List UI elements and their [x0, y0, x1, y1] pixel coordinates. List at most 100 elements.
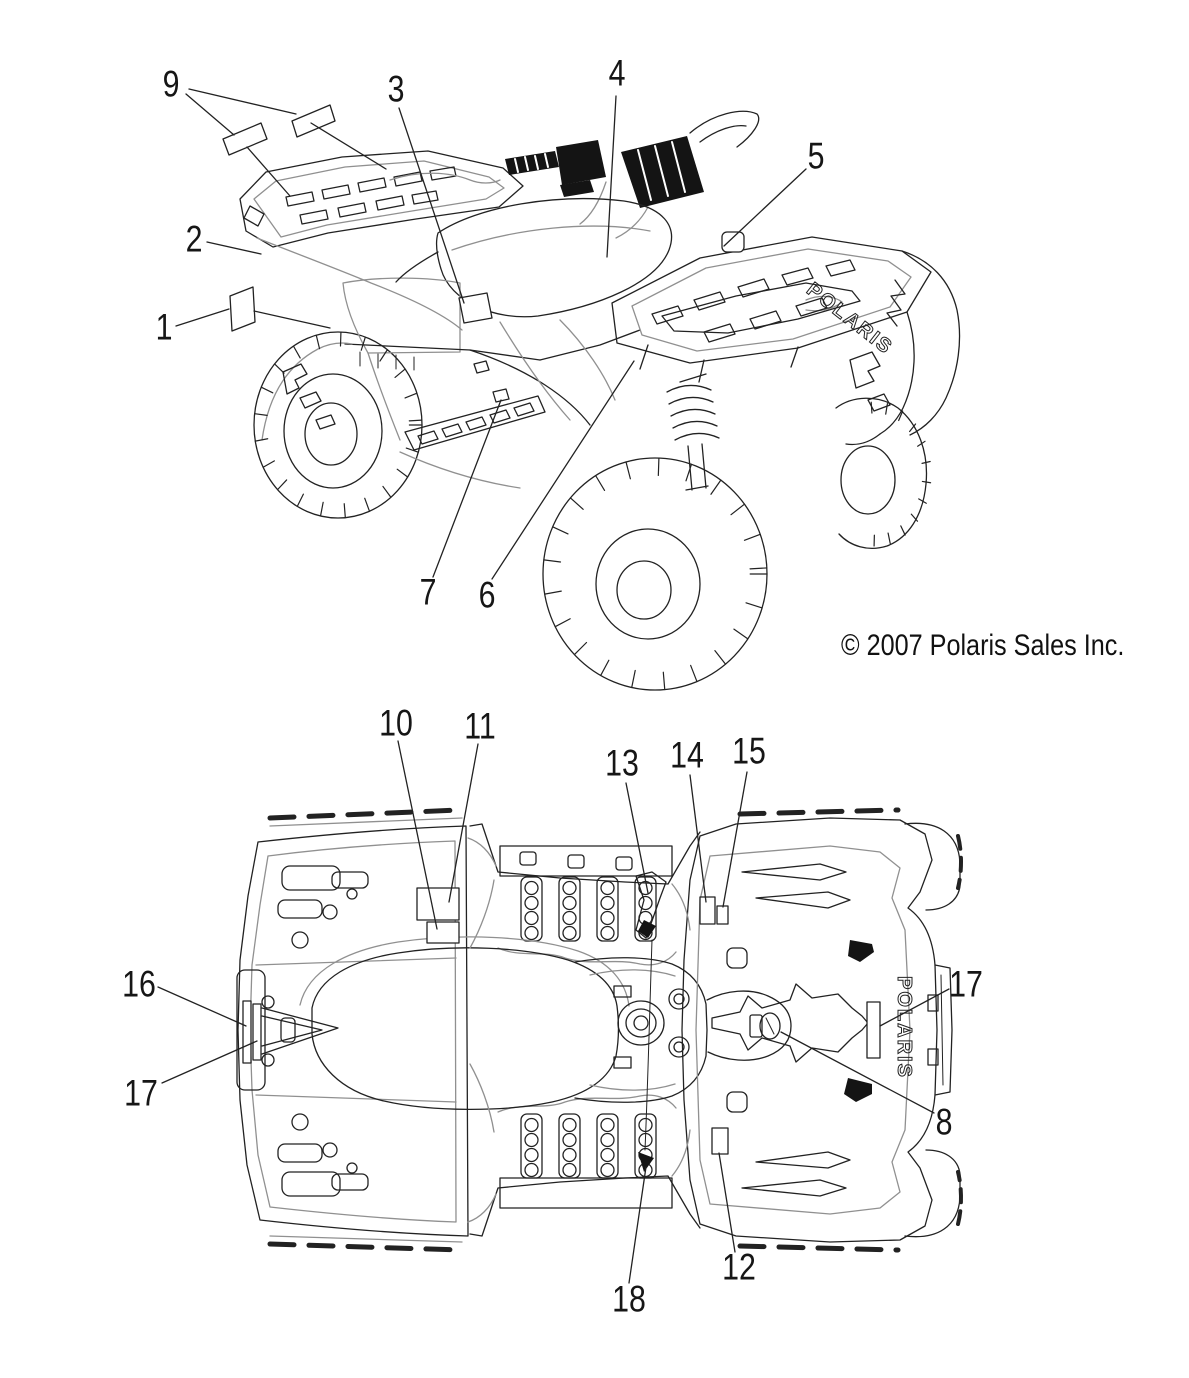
tire-tread-mark [405, 447, 419, 453]
callout-12-11: 12 [722, 1246, 756, 1288]
leader-line-1 [253, 310, 331, 329]
tire-tread-mark [276, 479, 288, 491]
callout-15-14: 15 [732, 730, 766, 772]
leader-line-9 [188, 88, 297, 115]
tire-tread-mark [396, 468, 409, 478]
leader-line-1 [175, 308, 230, 327]
decal-9b [291, 104, 336, 138]
polaris-logo-text-top: POLARIS [893, 976, 915, 1079]
tire-tread-mark [733, 628, 749, 640]
rack-latch-top [848, 940, 874, 962]
front-rack-top [237, 807, 469, 1253]
seat-base-top [706, 990, 792, 1061]
tire-tread-mark [900, 525, 906, 536]
front-tire-tread-bottom [267, 1241, 463, 1253]
tire-tread-mark [898, 410, 904, 422]
body-panels [256, 237, 641, 441]
copyright-text: © 2007 Polaris Sales Inc. [841, 629, 1125, 662]
leader-line-13 [625, 782, 649, 894]
callout-9-8: 9 [162, 63, 180, 105]
footrest [399, 395, 546, 489]
callout-17-17: 17 [949, 963, 983, 1005]
callout-8-7: 8 [935, 1101, 953, 1143]
tire-tread-mark [382, 485, 392, 498]
decal-7 [492, 388, 510, 403]
leader-line-9 [310, 122, 387, 170]
decal-14-location [699, 896, 716, 925]
tire-tread-mark [552, 526, 569, 535]
callout-14-13: 14 [670, 734, 704, 776]
front-bumper [236, 969, 266, 1091]
decal-1 [229, 286, 256, 332]
tire-tread-mark [887, 532, 891, 545]
front-wheel [253, 331, 423, 519]
rear-tires-bumper [737, 807, 963, 1253]
leader-line-3 [398, 107, 465, 304]
tire-tread-mark [743, 533, 761, 541]
decal-16-location [242, 1000, 252, 1064]
leader-line-11 [448, 743, 479, 903]
callout-2-1: 2 [185, 218, 203, 260]
tire-tread-mark [262, 460, 275, 468]
callout-5-4: 5 [807, 135, 825, 177]
leader-lines [157, 88, 950, 1284]
side-view-decals [222, 104, 510, 403]
callout-4-3: 4 [608, 52, 626, 94]
decal-17-left-location [252, 1003, 262, 1061]
decal-5-location [721, 231, 745, 253]
tire-tread-mark [730, 503, 746, 516]
handlebar-grip [505, 151, 559, 175]
decal-9a [222, 122, 268, 156]
tire-tread-mark [360, 336, 366, 351]
leader-line-14 [689, 774, 707, 903]
front-tire-tread-top [267, 807, 463, 821]
floor-opening [280, 879, 630, 1133]
tire-tread-mark [254, 413, 268, 416]
leader-line-4 [606, 95, 617, 258]
tire-tread-mark [662, 671, 666, 691]
callout-6-5: 6 [478, 574, 496, 616]
tire-tread-mark [573, 641, 588, 656]
rear-shock [666, 373, 720, 491]
callout-17-16: 17 [124, 1072, 158, 1114]
callout-13-12: 13 [605, 742, 639, 784]
tire-tread-mark [885, 402, 889, 415]
decal-10-location [426, 921, 460, 944]
buckle-13 [635, 871, 667, 939]
anchor-18 [638, 1152, 654, 1172]
tire-tread-mark [554, 618, 571, 628]
leader-line-17 [161, 1040, 258, 1084]
tire-tread-mark [543, 559, 562, 563]
tire-tread-mark [408, 419, 423, 422]
tire-tread-mark [274, 363, 285, 374]
callout-3-2: 3 [387, 68, 405, 110]
tire-tread-mark [595, 475, 606, 491]
tire-tread-mark [394, 368, 406, 379]
tire-tread-mark [917, 440, 926, 447]
leader-line-9 [246, 146, 291, 197]
rack-latch-bottom [844, 1078, 872, 1102]
callout-7-6: 7 [419, 571, 437, 613]
tire-tread-mark [315, 334, 321, 350]
handlebar-assembly [505, 110, 760, 239]
tire-tread-mark [690, 664, 698, 683]
tire-tread-mark [685, 463, 693, 482]
tire-tread-mark [379, 349, 388, 362]
decal-3 [458, 292, 493, 324]
tire-tread-mark [404, 392, 418, 399]
leader-line-10 [397, 740, 438, 930]
leader-line-15 [722, 771, 748, 908]
brake-master-cylinder [556, 140, 606, 185]
far-rear-wheel [835, 397, 928, 549]
tire-tread-mark [292, 345, 301, 359]
fuel-cap [617, 1000, 665, 1046]
leader-line-8 [780, 1031, 935, 1114]
tire-tread-mark [910, 513, 919, 522]
rear-rack [611, 231, 932, 383]
tire-tread-mark [296, 493, 304, 507]
tire-tread-mark [600, 659, 610, 677]
copyright-notice: © 2007 Polaris Sales Inc. [841, 629, 1124, 663]
tire-tread-mark [909, 423, 917, 433]
